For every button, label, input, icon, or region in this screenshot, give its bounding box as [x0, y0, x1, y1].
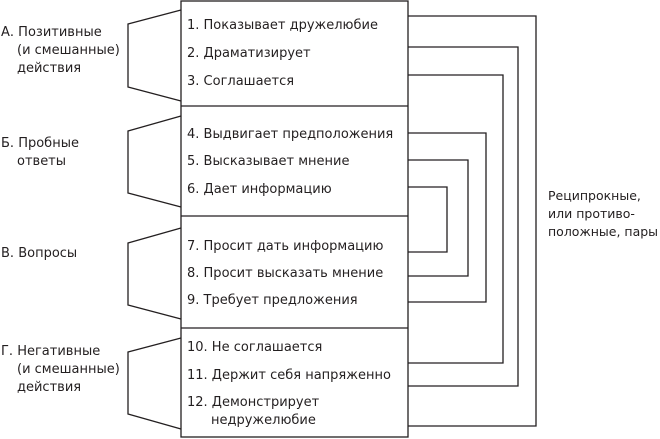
reciprocal-label-line-2: или противо-: [548, 206, 635, 221]
category-c-label: В. Вопросы: [1, 245, 77, 263]
category-connector-c: [127, 227, 182, 320]
item-9: 9. Требует предложения: [187, 293, 358, 308]
category-b-letter: Б.: [1, 136, 15, 151]
reciprocal-pairs-label: Реципрокные, или противо- положные, пары: [548, 187, 658, 241]
category-a-label: А. Позитивные (и смешанные) действия: [1, 24, 120, 78]
category-d-line-1: Негативные: [17, 344, 101, 359]
item-6: 6. Дает информацию: [187, 182, 332, 197]
category-b-label: Б. Пробные ответы: [1, 135, 79, 171]
category-a-line-1: Позитивные: [18, 25, 102, 40]
category-d-line-2: (и смешанные): [17, 362, 120, 377]
item-7: 7. Просит дать информацию: [187, 239, 384, 254]
item-10: 10. Не соглашается: [187, 340, 323, 355]
category-c-line-1: Вопросы: [18, 246, 78, 261]
item-8: 8. Просит высказать мнение: [187, 266, 384, 281]
item-12-continuation: недружелюбие: [211, 413, 316, 428]
category-d-letter: Г.: [1, 344, 14, 359]
category-a-line-3: действия: [17, 61, 82, 76]
category-b-line-1: Пробные: [18, 136, 79, 151]
reciprocal-label-line-1: Реципрокные,: [548, 188, 641, 203]
pair-bracket-1-12: [408, 15, 537, 427]
category-connector-b: [127, 115, 182, 208]
item-5: 5. Высказывает мнение: [187, 154, 350, 169]
category-d-label: Г. Негативные (и смешанные) действия: [1, 343, 120, 397]
item-4: 4. Выдвигает предположения: [187, 127, 394, 142]
pair-bracket-4-9: [408, 132, 487, 303]
pair-bracket-3-10: [408, 74, 504, 364]
category-connector-d: [127, 337, 182, 430]
category-b-line-2: ответы: [17, 154, 67, 169]
category-d-line-3: действия: [17, 380, 82, 395]
item-2: 2. Драматизирует: [187, 46, 311, 61]
category-c-letter: В.: [1, 246, 15, 261]
item-11: 11. Держит себя напряженно: [187, 368, 391, 383]
category-a-line-2: (и смешанные): [17, 43, 120, 58]
pair-bracket-5-8: [408, 159, 469, 277]
central-box: [180, 0, 409, 438]
reciprocal-label-line-3: положные, пары: [548, 224, 659, 239]
pair-bracket-6-7: [408, 186, 448, 253]
category-a-letter: А.: [1, 25, 15, 40]
item-3: 3. Соглашается: [187, 74, 295, 89]
item-1: 1. Показывает дружелюбие: [187, 18, 378, 33]
category-connector-a: [127, 9, 182, 102]
pair-bracket-2-11: [408, 46, 519, 387]
item-12: 12. Демонстрирует: [187, 395, 320, 410]
